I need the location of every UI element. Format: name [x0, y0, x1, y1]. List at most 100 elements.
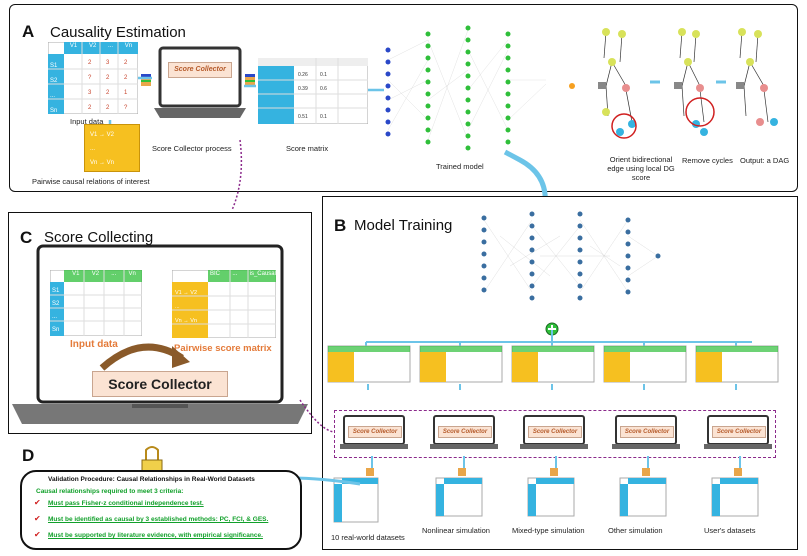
svg-text:2: 2 [106, 75, 110, 81]
caption-score-matrix: Score matrix [286, 144, 329, 153]
curved-arrow [99, 343, 190, 371]
header-cell: V1 [69, 43, 78, 49]
binder-clip-icon [141, 446, 163, 473]
svg-text:?: ? [88, 75, 92, 81]
pairwise-relations-box [84, 124, 140, 172]
check-icon: ✔ [34, 498, 41, 507]
dag-graphs [598, 28, 778, 139]
dataset-tables [333, 456, 759, 523]
plus-icon [545, 322, 559, 336]
caption-orient: Orient bidirectional edge using local DG… [607, 155, 675, 182]
panel-d-box [20, 470, 302, 550]
svg-text:2: 2 [88, 60, 92, 66]
row-label: ... [50, 93, 56, 99]
caption-pairwise-c: Pairwise score matrix [174, 343, 272, 354]
header-cell: BIC [210, 271, 221, 277]
score-collector-a: Score Collector [168, 62, 232, 78]
pairwise-matrix-c-rows: V1 → V2 ... Vn → Vn [175, 286, 197, 328]
row-label: Sn [52, 327, 60, 333]
score-collector-c: Score Collector [92, 371, 228, 397]
score-collector-b5: Score Collector [712, 426, 766, 438]
pair-item: Vn → Vn [90, 160, 115, 166]
caption-input-data-c: Input data [70, 339, 118, 350]
check-icon: ✔ [34, 530, 41, 539]
database-icon [245, 74, 255, 86]
caption-trained-model: Trained model [436, 162, 484, 171]
caption-output: Output: a DAG [740, 156, 790, 165]
panel-a [9, 4, 798, 192]
panel-b-letter: B [334, 216, 347, 235]
caption-nonlinear: Nonlinear simulation [422, 526, 490, 535]
header-cell: Vn [128, 271, 136, 277]
svg-text:1: 1 [124, 90, 128, 96]
svg-text:2: 2 [124, 75, 128, 81]
panel-d-subtitle: Causal relationships required to meet 3 … [36, 488, 184, 495]
svg-text:3: 3 [106, 60, 110, 66]
header-cell: is_Causal [249, 271, 276, 277]
score-collector-b3: Score Collector [528, 426, 582, 438]
pair-item: ... [175, 304, 180, 310]
training-network [481, 211, 661, 301]
svg-text:?: ? [124, 105, 128, 111]
panel-c-letter: C [20, 228, 33, 247]
svg-text:0.51: 0.51 [298, 114, 308, 120]
svg-text:2: 2 [124, 60, 128, 66]
pair-item: V1 → V2 [175, 290, 198, 296]
score-matrices-row [327, 330, 779, 390]
panel-b-title: Model Training [354, 217, 453, 234]
panel-a-letter: A [22, 22, 35, 41]
header-cell: V1 [72, 271, 80, 277]
row-label: ... [52, 314, 58, 320]
trained-model-network [385, 25, 575, 151]
criterion-3: Must be supported by literature evidence… [48, 532, 263, 539]
pair-item: V1 → V2 [90, 132, 115, 138]
pair-item: Vn → Vn [175, 318, 198, 324]
pairwise-matrix-c [172, 270, 276, 338]
svg-text:0.6: 0.6 [320, 86, 327, 92]
database-icon [141, 74, 151, 86]
panel-a-title: Causality Estimation [50, 24, 186, 41]
caption-remove: Remove cycles [682, 156, 733, 165]
svg-text:0.39: 0.39 [298, 86, 308, 92]
row-label: S1 [52, 288, 60, 294]
svg-text:0.1: 0.1 [320, 114, 327, 120]
criterion-1: Must pass Fisher-z conditional independe… [48, 500, 204, 507]
score-matrix-table: 0.26 0.1 0.39 0.6 0.51 0.1 [258, 58, 368, 124]
panel-c-title: Score Collecting [44, 229, 154, 246]
input-data-rows: S1 S2 ... Sn [50, 59, 57, 119]
input-data-table-c [50, 270, 142, 336]
row-label: S2 [50, 78, 58, 84]
row-label: Sn [50, 108, 58, 114]
caption-input-data: Input data [70, 117, 104, 126]
caption-other: Other simulation [608, 526, 663, 535]
criterion-2: Must be identified as causal by 3 establ… [48, 516, 269, 523]
score-collector-b2: Score Collector [438, 426, 492, 438]
caption-mixed: Mixed-type simulation [512, 526, 585, 535]
caption-collector: Score Collector process [152, 144, 232, 153]
pair-item: ... [90, 146, 96, 152]
panel-d-letter: D [22, 446, 35, 465]
header-cell: V2 [88, 43, 97, 49]
score-collector-b1: Score Collector [348, 426, 402, 438]
svg-text:0.1: 0.1 [320, 72, 327, 78]
header-cell: Vn [124, 43, 133, 49]
score-collector-b4: Score Collector [620, 426, 674, 438]
pairwise-list: V1 → V2 ... Vn → Vn [90, 128, 114, 170]
input-data-header: V1 V2 ... Vn [64, 43, 138, 49]
panel-d-title: Validation Procedure: Causal Relationshi… [48, 476, 255, 483]
caption-real-world: 10 real-world datasets [331, 533, 405, 542]
svg-text:0.26: 0.26 [298, 72, 308, 78]
header-cell: ... [111, 271, 117, 277]
input-data-c-header: V1 V2 ... Vn [66, 271, 142, 277]
svg-text:2: 2 [106, 105, 110, 111]
header-cell: ... [108, 43, 114, 49]
svg-text:2: 2 [106, 90, 110, 96]
caption-pairwise: Pairwise causal relations of interest [32, 177, 150, 186]
svg-text:2: 2 [88, 105, 92, 111]
header-cell: ... [232, 271, 238, 277]
pairwise-matrix-c-header: BIC ... is_Causal [210, 271, 276, 277]
row-label: S1 [50, 63, 58, 69]
check-icon: ✔ [34, 514, 41, 523]
header-cell: V2 [91, 271, 100, 277]
